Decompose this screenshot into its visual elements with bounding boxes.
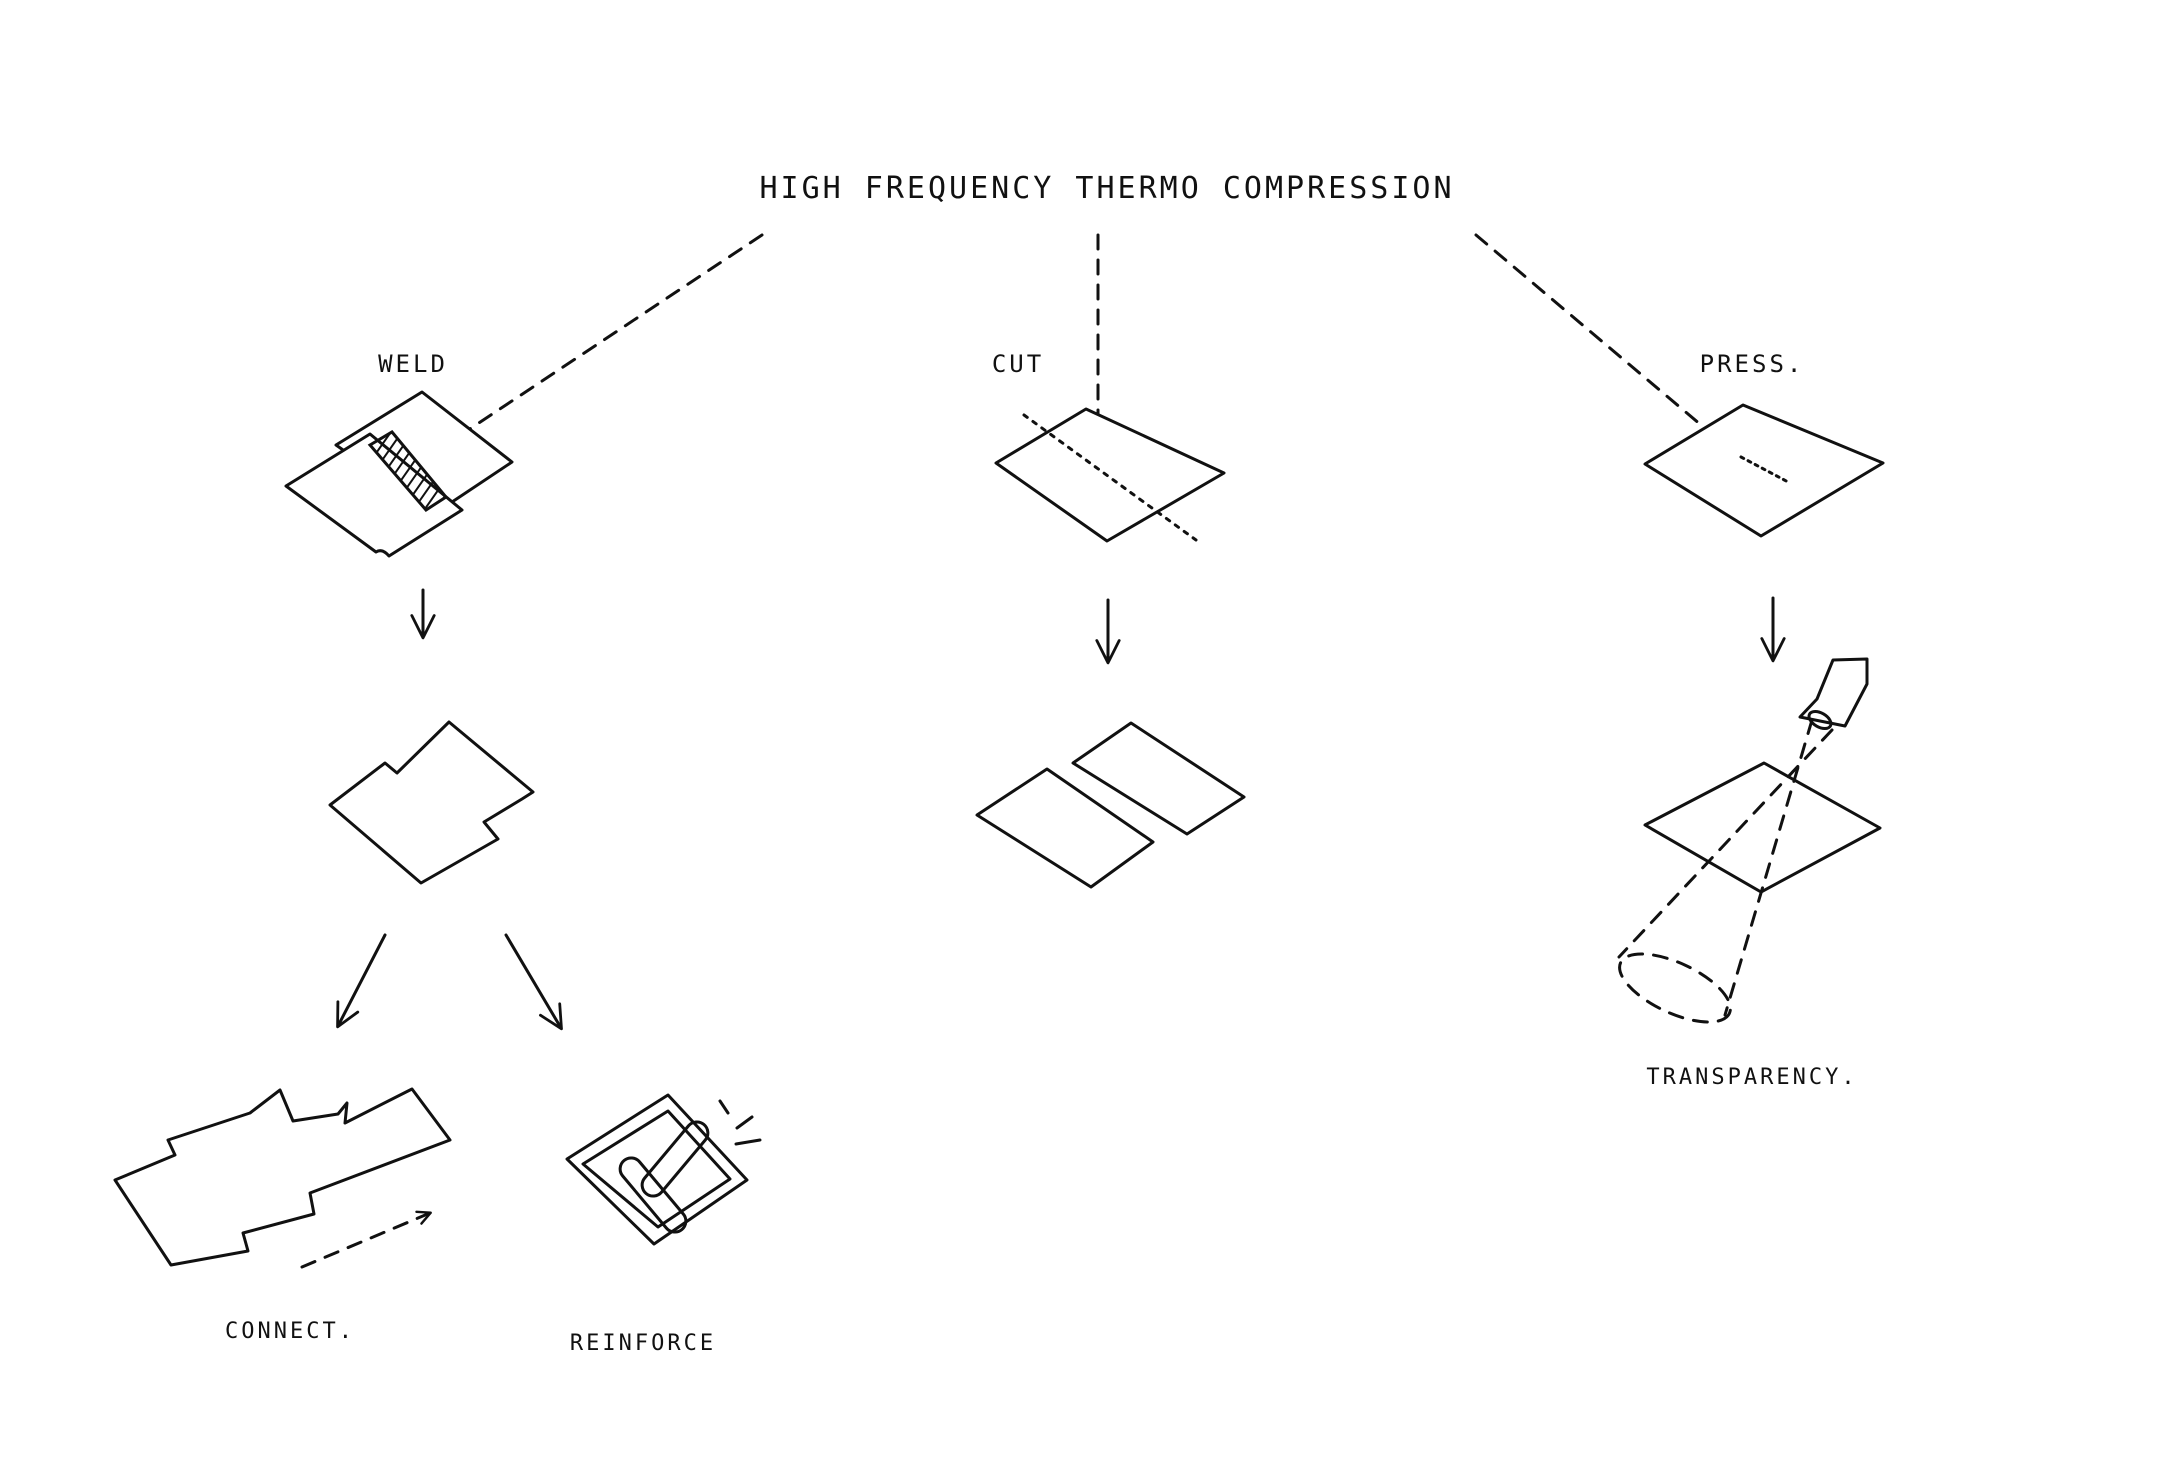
branch-label-cut: CUT (992, 350, 1044, 378)
connected-sheets (113, 1087, 452, 1267)
branch-label-press: PRESS. (1700, 350, 1805, 378)
weld-to-reinforce-arrow (504, 933, 563, 1031)
branch-label-weld: WELD (378, 350, 448, 378)
title-to-press-connector (1474, 233, 1735, 454)
diagram-title: HIGH FREQUENCY THERMO COMPRESSION (759, 171, 1454, 206)
light-beam (1617, 718, 1834, 1024)
title-to-weld-connector (418, 233, 764, 464)
transparent-sheet (1643, 761, 1882, 894)
reinforced-sheet (565, 1093, 762, 1246)
reinforce-emphasis-marks (718, 1099, 762, 1146)
outcome-label-transparency: TRANSPARENCY. (1646, 1065, 1857, 1090)
weld-overlap-sheets (284, 390, 514, 558)
weld-to-connect-arrow (336, 933, 387, 1029)
weld-seam-hatch (367, 430, 449, 512)
outcome-label-connect: CONNECT. (225, 1319, 355, 1344)
press-marks (1739, 455, 1792, 485)
cut-line-marks (1022, 413, 1198, 542)
welded-sheet (328, 720, 535, 885)
connect-direction-arrow (300, 1210, 432, 1269)
cut-sheet (994, 407, 1226, 543)
cut-pieces (975, 721, 1246, 889)
flashlight-icon (1798, 657, 1869, 731)
outcome-label-reinforce: REINFORCE (570, 1331, 716, 1356)
